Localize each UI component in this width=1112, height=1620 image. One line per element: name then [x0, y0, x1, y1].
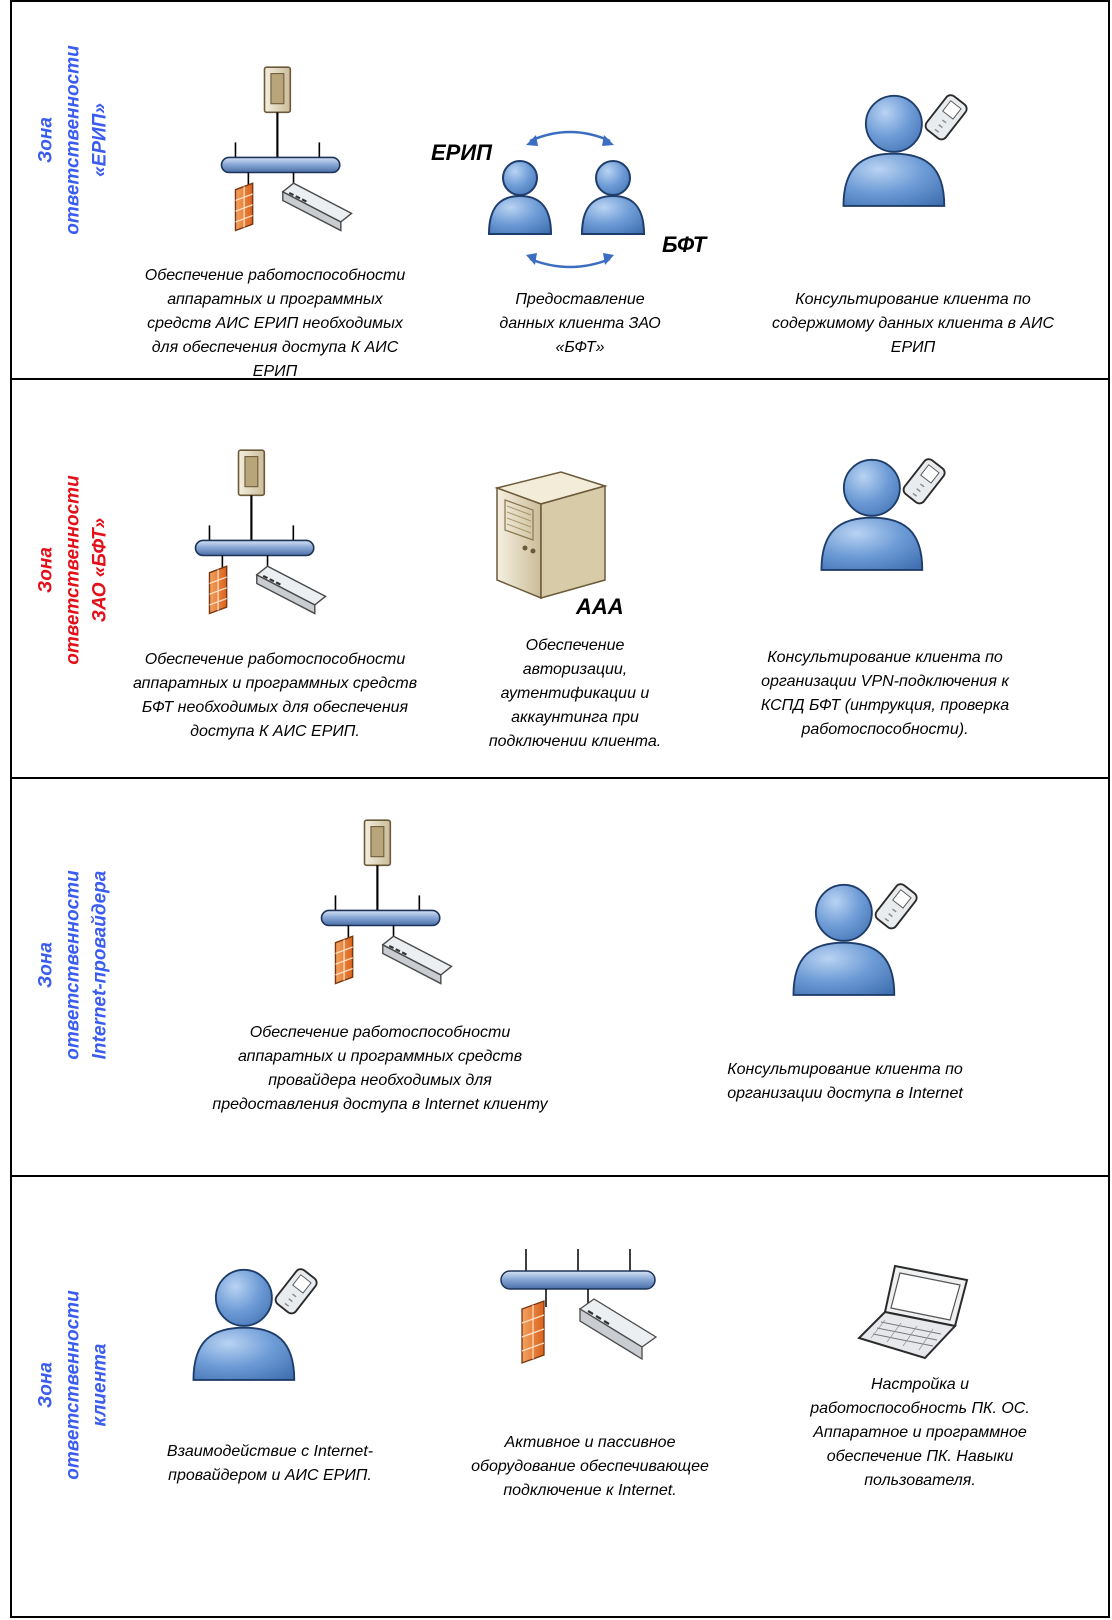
network-infrastructure-icon	[320, 819, 453, 985]
laptop-icon	[857, 1264, 969, 1360]
consultant-phone-icon	[792, 880, 920, 996]
zone4-col2-text: Активное и пассивное оборудование обеспе…	[430, 1431, 750, 1503]
text-line: Взаимодействие с Internet-	[166, 1443, 374, 1460]
text-line: Предоставление	[515, 291, 645, 308]
text-line: Обеспечение	[525, 637, 625, 654]
zone-label-line2: ответственности	[62, 45, 84, 235]
zone1-col3-text: Консультирование клиента по содержимому …	[728, 288, 1098, 360]
network-infrastructure-icon	[194, 449, 327, 615]
aaa-server-icon	[494, 471, 608, 600]
aaa-label: AAA	[576, 594, 624, 619]
zone-label-line1: Зона	[35, 942, 57, 988]
zone-label-line2: ответственности	[62, 475, 84, 665]
text-line: подключение к Internet.	[503, 1482, 677, 1499]
zone-label-line3: ЗАО «БФТ»	[89, 517, 111, 623]
network-infrastructure-icon	[220, 66, 353, 232]
text-line: содержимому данных клиента в АИС	[771, 315, 1055, 332]
client-network-equipment-icon	[500, 1249, 658, 1364]
zone-label-line1: Зона	[35, 1362, 57, 1408]
text-line: доступа К АИС ЕРИП.	[190, 723, 360, 740]
text-line: авторизации,	[522, 661, 628, 678]
text-line: провайдера необходимых для	[268, 1072, 492, 1089]
text-line: работоспособность ПК. ОС.	[810, 1400, 1030, 1417]
zone2-col2-text: Обеспечение авторизации, аутентификации …	[460, 634, 690, 754]
text-line: Консультирование клиента по	[727, 1061, 963, 1078]
text-line: обеспечение ПК. Навыки	[826, 1448, 1014, 1465]
zone2-col1-text: Обеспечение работоспособности аппаратных…	[85, 648, 465, 744]
bft-person-icon	[581, 160, 645, 235]
text-line: Обеспечение работоспособности	[144, 267, 406, 284]
consultant-phone-icon	[842, 91, 970, 207]
zone-label-line3: Internet-провайдера	[89, 870, 111, 1060]
text-line: аппаратных и программных средств	[237, 1048, 523, 1065]
text-line: аккаунтинга при	[511, 709, 639, 726]
text-line: Консультирование клиента по	[767, 649, 1003, 666]
zone3-col1-text: Обеспечение работоспособности аппаратных…	[150, 1021, 610, 1117]
text-line: ЕРИП	[252, 363, 298, 380]
text-line: работоспособности).	[801, 721, 969, 738]
text-line: оборудование обеспечивающее	[471, 1458, 709, 1475]
text-line: аппаратных и программных средств	[132, 675, 418, 692]
text-line: КСПД БФТ (интрукция, проверка	[760, 697, 1010, 714]
zone-divider-3	[10, 1175, 1110, 1177]
zone1-col2-text: Предоставление данных клиента ЗАО «БФТ»	[465, 288, 695, 360]
zone4-col1-text: Взаимодействие с Internet- провайдером и…	[115, 1440, 425, 1488]
text-line: ЕРИП	[890, 339, 936, 356]
zone-label-line3: «ЕРИП»	[89, 103, 111, 177]
text-line: средств АИС ЕРИП необходимых	[147, 315, 403, 332]
diagram-frame	[10, 0, 1110, 1618]
client-phone-icon	[192, 1265, 320, 1381]
zone-label-line1: Зона	[35, 117, 57, 163]
text-line: Аппаратное и программное	[813, 1424, 1027, 1441]
zone4-col3-text: Настройка и работоспособность ПК. ОС. Ап…	[760, 1373, 1080, 1493]
text-line: данных клиента ЗАО	[499, 315, 661, 332]
text-line: пользователя.	[864, 1472, 976, 1489]
zone3-col3-text: Консультирование клиента по организации …	[670, 1058, 1020, 1106]
text-line: аппаратных и программных	[167, 291, 383, 308]
zone-divider-1	[10, 378, 1110, 380]
bft-label: БФТ	[662, 232, 707, 257]
text-line: подключении клиента.	[488, 733, 662, 750]
text-line: аутентификации и	[500, 685, 650, 702]
text-line: БФТ необходимых для обеспечения	[141, 699, 409, 716]
zone1-col1-text: Обеспечение работоспособности аппаратных…	[100, 264, 450, 384]
text-line: Обеспечение работоспособности	[144, 651, 406, 668]
zone-label-line2: ответственности	[62, 870, 84, 1060]
consultant-phone-icon	[820, 455, 948, 571]
text-line: Настройка и	[870, 1376, 970, 1393]
zone2-col3-text: Консультирование клиента по организации …	[705, 646, 1065, 742]
text-line: организации VPN-подключения к	[761, 673, 1009, 690]
text-line: провайдером и АИС ЕРИП.	[168, 1467, 372, 1484]
text-line: «БФТ»	[555, 339, 605, 356]
erip-label: ЕРИП	[431, 140, 492, 165]
zone-label-line3: клиента	[89, 1343, 111, 1427]
text-line: организации доступа в Internet	[727, 1085, 963, 1102]
text-line: предоставления доступа в Internet клиент…	[212, 1096, 548, 1113]
zone-label-line2: ответственности	[62, 1290, 84, 1480]
zone-divider-2	[10, 777, 1110, 779]
text-line: для обеспечения доступа К АИС	[151, 339, 399, 356]
erip-person-icon	[488, 160, 552, 235]
zone-label-line1: Зона	[35, 547, 57, 593]
data-exchange-icon	[526, 130, 614, 269]
text-line: Обеспечение работоспособности	[249, 1024, 511, 1041]
text-line: Активное и пассивное	[504, 1434, 676, 1451]
text-line: Консультирование клиента по	[795, 291, 1031, 308]
